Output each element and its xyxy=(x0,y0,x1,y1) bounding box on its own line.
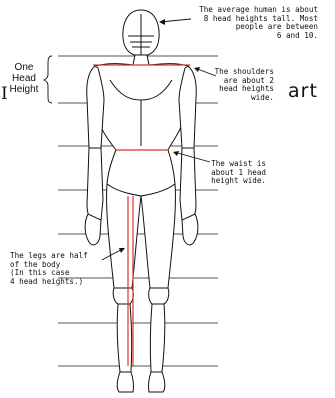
right-knee xyxy=(149,288,169,304)
right-shin xyxy=(150,304,164,372)
neck xyxy=(133,55,149,65)
note-shoulders: The shoulders are about 2 head heights w… xyxy=(212,68,274,102)
arrowhead-icon xyxy=(159,19,165,25)
left-knee xyxy=(113,288,133,304)
right-hand xyxy=(182,214,198,245)
right-forearm xyxy=(180,148,196,222)
note-average-height: The average human is about 8 head height… xyxy=(168,6,318,40)
left-shin xyxy=(117,304,131,372)
side-word-art: art xyxy=(288,80,318,102)
figure-body xyxy=(85,10,198,392)
note-legs: The legs are half of the body (In this c… xyxy=(10,252,105,286)
note-waist: The waist is about 1 head height wide. xyxy=(204,160,266,186)
hips xyxy=(107,150,175,196)
left-forearm xyxy=(87,148,103,222)
head-height-brace xyxy=(44,56,52,103)
left-thigh xyxy=(107,184,141,288)
head-height-label: One Head Height xyxy=(6,62,42,95)
edge-fragment: I xyxy=(1,84,8,104)
left-foot xyxy=(117,372,133,392)
left-hand xyxy=(85,214,101,245)
right-thigh xyxy=(141,184,175,288)
right-foot xyxy=(149,372,165,392)
